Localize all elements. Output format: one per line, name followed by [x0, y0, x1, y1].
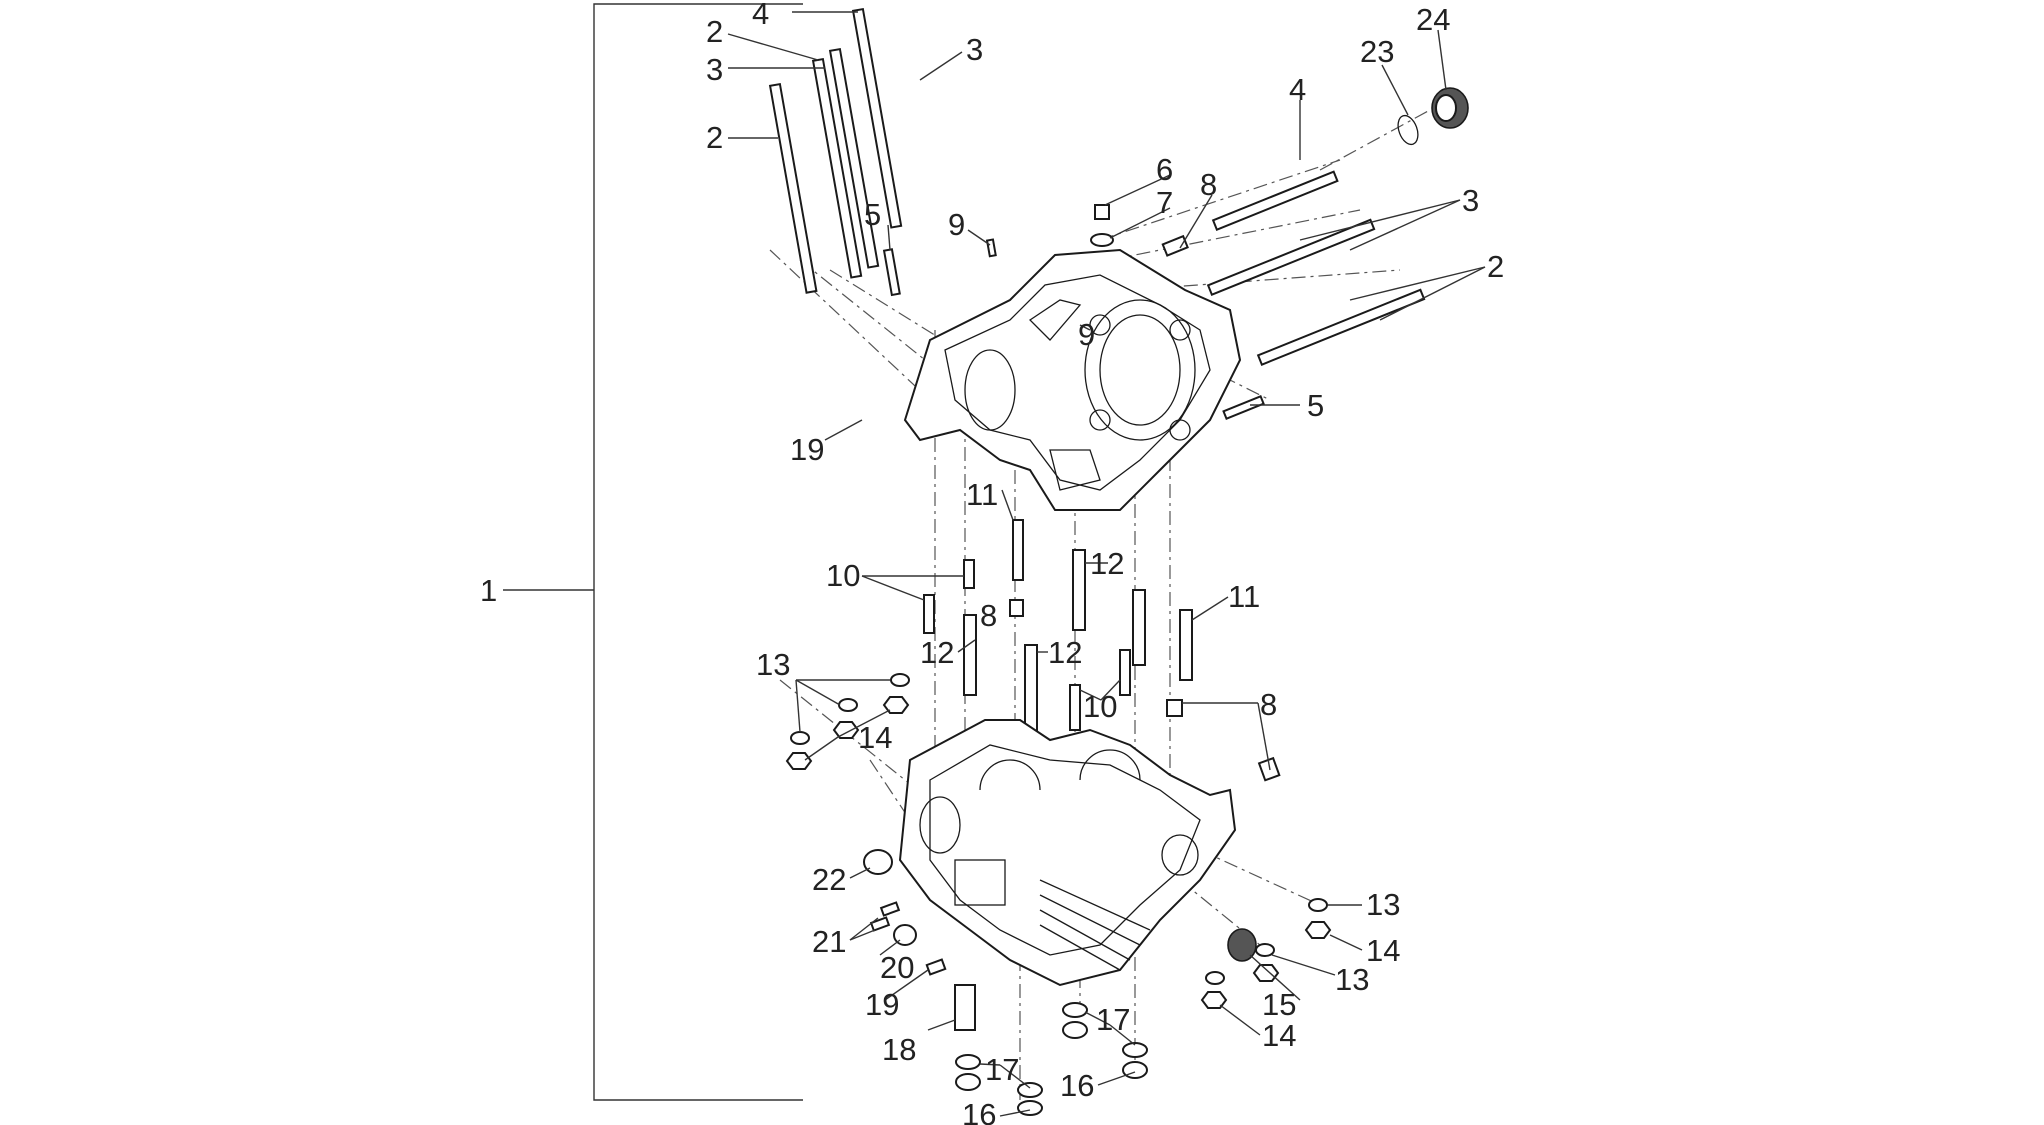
callout-2: 2	[706, 120, 723, 155]
callout-11: 11	[1228, 579, 1260, 614]
callout-5: 5	[864, 197, 881, 232]
callout-14: 14	[1262, 1018, 1296, 1053]
upper-crankcase-half	[903, 248, 1242, 511]
callout-10: 10	[1083, 689, 1117, 724]
callout-10: 10	[826, 558, 860, 593]
callout-8: 8	[1260, 687, 1277, 722]
callout-16: 16	[1060, 1068, 1094, 1103]
callout-17: 17	[1096, 1002, 1130, 1037]
leader-lines	[727, 11, 1486, 1117]
callout-3: 3	[966, 32, 983, 67]
callout-17: 17	[985, 1052, 1019, 1087]
lower-small-parts	[863, 849, 1332, 1116]
callout-2: 2	[1487, 249, 1504, 284]
small-upper-parts	[1090, 87, 1469, 247]
callout-7: 7	[1156, 185, 1173, 220]
callout-6: 6	[1156, 152, 1173, 187]
callout-19: 19	[865, 987, 899, 1022]
left-nuts-washers	[785, 673, 910, 770]
callout-12: 12	[920, 635, 954, 670]
callout-16: 16	[962, 1097, 996, 1125]
callout-3: 3	[1462, 183, 1479, 218]
callout-3: 3	[706, 52, 723, 87]
callout-4: 4	[1289, 72, 1306, 107]
assembly-bracket	[503, 3, 803, 1101]
callout-14: 14	[1366, 933, 1400, 968]
callout-11: 11	[966, 477, 998, 512]
callout-9: 9	[1078, 317, 1095, 352]
lower-crankcase-half	[898, 719, 1237, 987]
callout-21: 21	[812, 924, 846, 959]
callout-13: 13	[756, 647, 790, 682]
callout-labels: 1 2 2 2 3 3 3 4 4 5 5 6 7 8 8 8 9 9 10 1…	[480, 0, 1504, 1125]
callout-18: 18	[882, 1032, 916, 1067]
callout-23: 23	[1360, 34, 1394, 69]
callout-13: 13	[1335, 962, 1369, 997]
callout-15: 15	[1262, 987, 1296, 1022]
callout-8: 8	[1200, 167, 1217, 202]
callout-12: 12	[1090, 546, 1124, 581]
callout-20: 20	[880, 950, 914, 985]
callout-12: 12	[1048, 635, 1082, 670]
callout-4: 4	[752, 0, 769, 31]
callout-2: 2	[706, 14, 723, 49]
callout-14: 14	[858, 720, 892, 755]
callout-1: 1	[480, 573, 497, 608]
callout-5: 5	[1307, 388, 1324, 423]
callout-9: 9	[948, 207, 965, 242]
callout-24: 24	[1416, 2, 1450, 37]
upper-rods-right	[1161, 170, 1426, 421]
callout-8: 8	[980, 598, 997, 633]
callout-22: 22	[812, 862, 846, 897]
callout-19: 19	[790, 432, 824, 467]
callout-13: 13	[1366, 887, 1400, 922]
